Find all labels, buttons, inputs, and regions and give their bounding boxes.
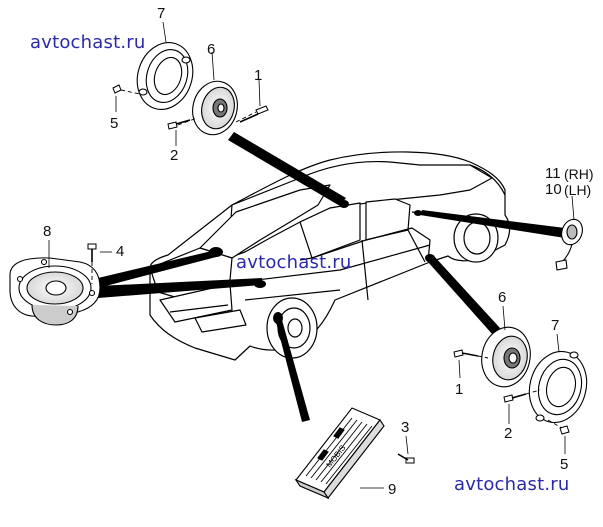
screw-amplifier-3: [397, 453, 415, 464]
location-leader-wedges: [98, 132, 565, 422]
callout-6-top: 6: [207, 41, 216, 58]
screw-bottom-1: [453, 349, 479, 358]
callout-9: 9: [388, 481, 397, 498]
screw-top-1: [239, 105, 269, 123]
callout-8: 8: [43, 223, 52, 240]
callout-6-bottom: 6: [498, 289, 507, 306]
callout-2-bottom: 2: [504, 425, 513, 442]
callout-10: 10: [545, 181, 562, 198]
callout-11-side: (RH): [564, 166, 594, 182]
watermark-center: avtochast.ru: [236, 252, 352, 273]
door-speaker-unit-bottom: [481, 326, 531, 388]
callout-3: 3: [401, 419, 410, 436]
door-speaker-unit-top: [192, 80, 238, 136]
nut-top-5: [112, 84, 122, 94]
rear-oval-speaker: [9, 257, 101, 326]
callout-5-top: 5: [110, 115, 119, 132]
watermark-top-left: avtochast.ru: [30, 32, 146, 53]
alignment-lines-top: [120, 89, 257, 126]
screw-top-2: [167, 119, 191, 130]
callout-leaders-amp: [360, 435, 409, 489]
callout-7-bottom: 7: [551, 317, 560, 334]
door-speaker-grille-top: [136, 42, 194, 110]
callout-leaders-top: [115, 21, 261, 146]
callout-leaders-bottom: [458, 305, 566, 454]
audio-amplifier: [294, 407, 385, 500]
watermark-bottom-right: avtochast.ru: [454, 474, 570, 495]
callout-11: 11: [545, 165, 561, 182]
door-speaker-grille-bottom: [528, 350, 588, 424]
tweeter-speaker: [555, 218, 583, 271]
callout-2-top: 2: [170, 147, 179, 164]
sedan-car-body: [149, 151, 511, 361]
screw-left-4: [87, 243, 97, 262]
callout-1-bottom: 1: [455, 381, 464, 398]
callout-leaders-left: [48, 240, 112, 268]
callout-1-top: 1: [254, 67, 263, 84]
callout-5-bottom: 5: [560, 456, 569, 473]
screw-bottom-2: [503, 393, 527, 403]
callout-10-side: (LH): [564, 182, 592, 198]
callout-7-top: 7: [157, 5, 166, 22]
callout-leaders-tweeter: [571, 195, 575, 221]
nut-bottom-5: [559, 425, 570, 435]
alignment-lines-bottom: [477, 355, 563, 429]
callout-4: 4: [116, 243, 125, 260]
